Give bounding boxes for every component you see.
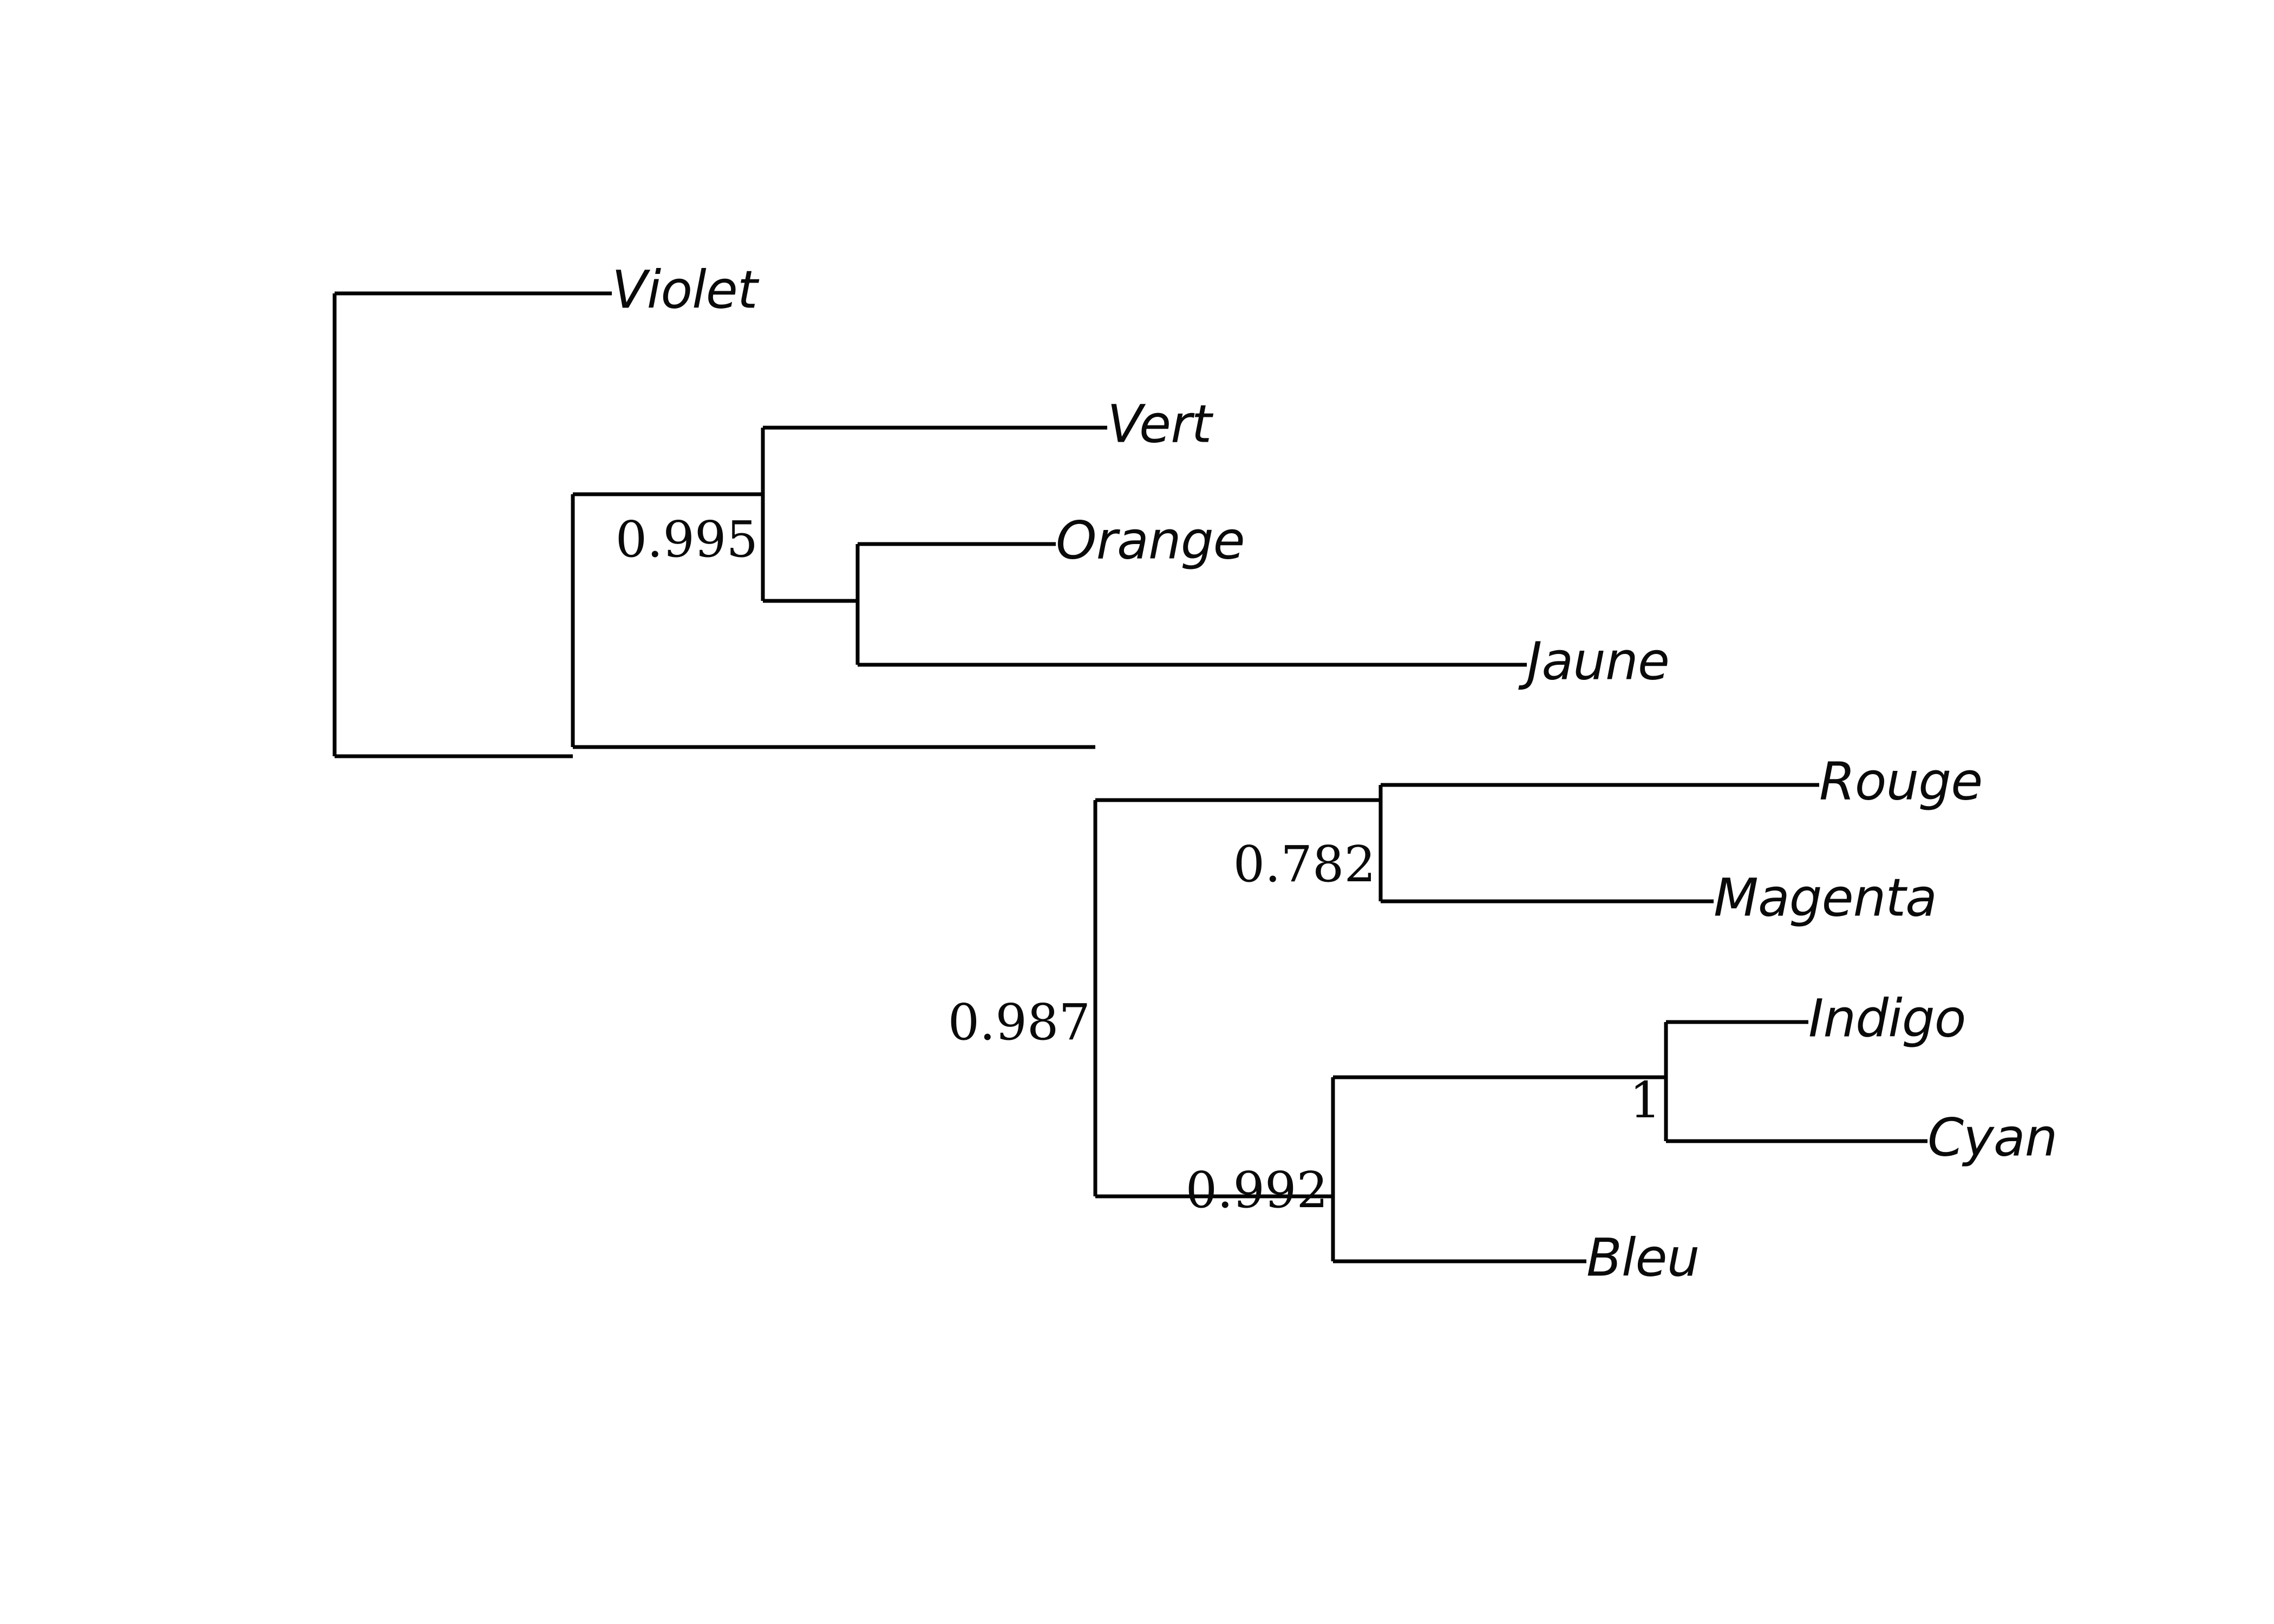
tip-labels: VioletVertOrangeJauneRougeMagentaIndigoC… xyxy=(612,259,2058,1288)
support-0995: 0.995 xyxy=(616,510,758,568)
support-1: 1 xyxy=(1629,1071,1661,1129)
tip-label-violet[interactable]: Violet xyxy=(612,259,760,320)
tip-label-magenta[interactable]: Magenta xyxy=(1714,867,1937,928)
tip-label-indigo[interactable]: Indigo xyxy=(1808,988,1966,1049)
tip-label-orange[interactable]: Orange xyxy=(1056,510,1245,571)
support-0782: 0.782 xyxy=(1233,835,1376,893)
support-value-labels: 0.995 0.987 0.782 0.992 1 xyxy=(616,510,1661,1219)
node-vertical-connectors xyxy=(332,293,1668,1261)
support-0992: 0.992 xyxy=(1186,1161,1328,1219)
tip-label-cyan[interactable]: Cyan xyxy=(1927,1107,2058,1168)
tip-label-bleu[interactable]: Bleu xyxy=(1586,1227,1700,1288)
tip-label-vert[interactable]: Vert xyxy=(1107,394,1214,454)
support-0987: 0.987 xyxy=(948,993,1090,1051)
branch-edges xyxy=(335,291,1927,1263)
tip-label-jaune[interactable]: Jaune xyxy=(1518,631,1670,691)
tip-label-rouge[interactable]: Rouge xyxy=(1819,751,1983,811)
